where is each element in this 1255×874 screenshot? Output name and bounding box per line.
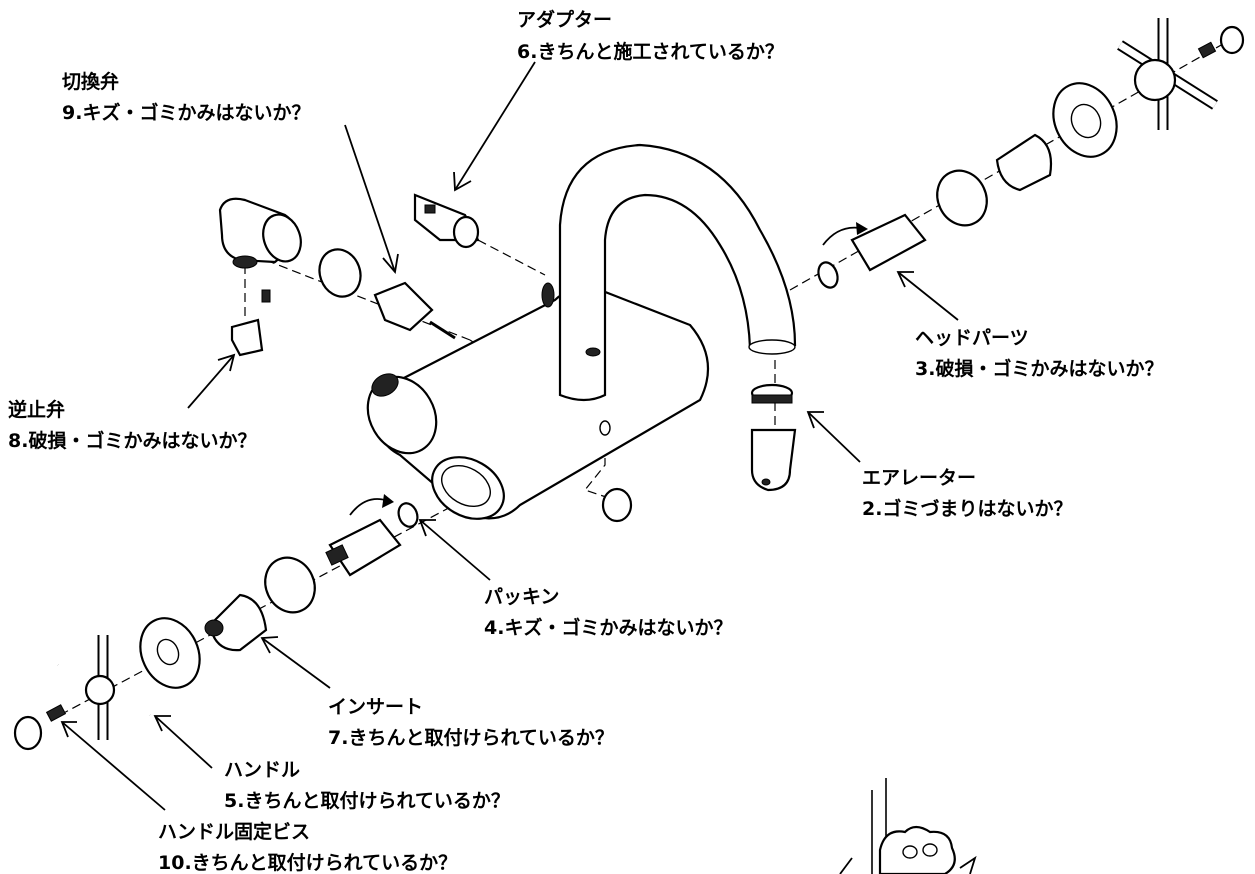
head-parts-name-label: ヘッドパーツ: [915, 327, 1029, 349]
detail-inset: [839, 778, 977, 874]
left-handle-assembly: [13, 494, 419, 751]
faucet-body: [366, 143, 797, 523]
switch-valve-assembly: [218, 197, 456, 357]
leader-arrows: [60, 61, 959, 811]
adapter-part: [413, 193, 480, 249]
insert-name-label: インサート: [328, 696, 423, 718]
right-handle-assembly: [817, 18, 1245, 289]
callout-labels: アダプター 6.きちんと施工されているか？ 切換弁 9.キズ・ゴミかみはないか？…: [8, 8, 1163, 874]
packing-check-label: 4.キズ・ゴミかみはないか？: [484, 616, 732, 639]
switch-valve-check-label: 9.キズ・ゴミかみはないか？: [62, 101, 310, 124]
aerator-part: [750, 383, 797, 492]
aerator-check-label: 2.ゴミづまりはないか？: [862, 497, 1072, 520]
aerator-name-label: エアレーター: [862, 467, 976, 489]
adapter-name-label: アダプター: [517, 8, 612, 31]
head-parts-check-label: 3.破損・ゴミかみはないか？: [915, 357, 1163, 380]
switch-valve-name-label: 切換弁: [62, 70, 119, 93]
handle-screw-name-label: ハンドル固定ビス: [158, 820, 310, 843]
handle-name-label: ハンドル: [224, 759, 300, 781]
handle-screw-check-label: 10.きちんと取付けられているか？: [158, 851, 457, 874]
adapter-check-label: 6.きちんと施工されているか？: [517, 40, 784, 63]
insert-check-label: 7.きちんと取付けられているか？: [328, 726, 614, 749]
packing-name-label: パッキン: [484, 586, 559, 608]
handle-check-label: 5.きちんと取付けられているか？: [224, 789, 510, 812]
check-valve-check-label: 8.破損・ゴミかみはないか？: [8, 429, 256, 452]
check-valve-name-label: 逆止弁: [8, 398, 65, 421]
